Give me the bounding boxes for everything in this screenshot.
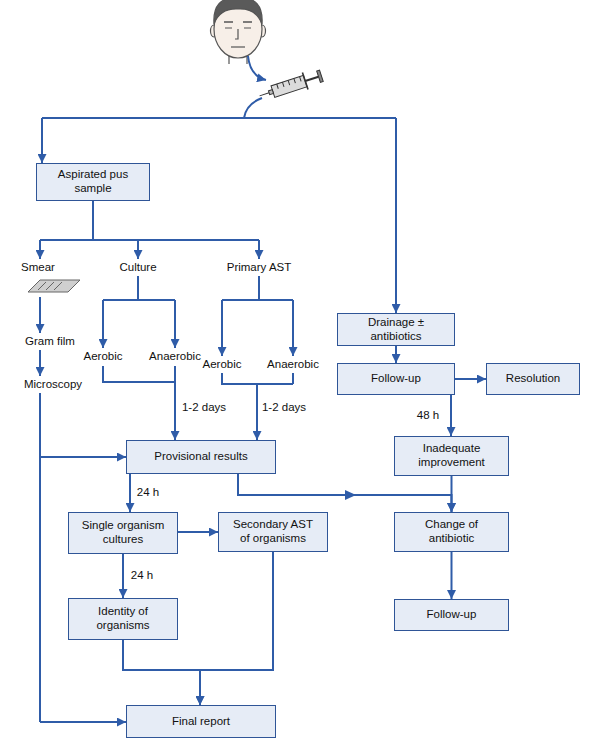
process-box: Follow-up [394,599,509,631]
face-nose [235,29,238,39]
outcome-box: Resolution [486,363,580,395]
flow-arrow [123,640,200,705]
flow-arrow [200,552,273,705]
result-box: Identity of organisms [68,598,178,640]
syringe-thumb [317,70,324,82]
step-label: Aerobic [203,358,242,372]
sample-box: Aspirated pus sample [36,163,150,201]
node-text: Secondary AST of organisms [229,518,317,546]
edge-label: 24 h [131,569,153,583]
flow-arrow [395,346,397,363]
flow-line [256,384,258,440]
flow-line [222,276,293,300]
step-label: Anaerobic [149,350,201,364]
step-label: Culture [119,261,156,275]
edge-label: 24 h [137,486,159,500]
node-text: Inadequate improvement [405,442,498,470]
flow-line [244,98,262,118]
node-text: Aspirated pus sample [47,168,139,196]
flow-line [39,297,41,333]
flow-line [41,118,43,163]
node-text: Identity of organisms [79,605,167,633]
result-box: Provisional results [126,440,276,474]
step-label: Aerobic [84,350,123,364]
flow-line [39,240,41,259]
step-label: Microscopy [24,378,82,392]
process-box: Drainage ± antibiotics [337,313,455,346]
syringe-symbol [257,67,324,104]
syringe-needle [260,93,270,96]
process-box: Follow-up [337,363,455,395]
flow-line [39,350,41,376]
flow-line [103,276,175,300]
flow-line [40,721,126,723]
flow-line [248,56,266,80]
slide-symbol [28,280,80,292]
face-brow [224,21,252,22]
step-label: 1-2 days [182,401,226,415]
flow-arrow [455,378,486,380]
flow-line [42,117,396,119]
node-text: Final report [172,715,230,729]
face-eye [225,27,251,28]
process-box: Secondary AST of organisms [218,512,328,552]
face-mouth [231,46,245,47]
flow-line [103,366,175,382]
patient-face [211,0,266,64]
flow-line [137,240,139,259]
flow-line [174,366,176,440]
flow-line [40,201,259,240]
flow-line [102,300,104,348]
flow-line [292,300,294,356]
step-label: Gram film [25,335,75,349]
report-box: Final report [126,705,276,738]
step-label: Primary AST [227,261,292,275]
edge-layer [123,346,486,705]
flow-line [39,393,41,722]
edge-label: 48 h [417,409,439,423]
flow-line [395,118,397,313]
flow-line [174,300,176,348]
flow-line [40,456,126,458]
flow-line [222,373,293,384]
flow-arrow [451,552,453,599]
step-label: Smear [21,261,55,275]
flow-line [258,240,260,259]
node-text: Single organism cultures [79,519,167,547]
flow-arrow [129,474,131,512]
flow-arrow [450,395,452,436]
syringe-marks [277,77,301,89]
flow-arrow [178,531,218,533]
syringe-tip [268,90,273,95]
node-text: Follow-up [427,608,477,622]
syringe-plunger [305,77,318,81]
step-label: Anaerobic [267,358,319,372]
node-text: Resolution [506,372,560,386]
static-layout [28,0,396,722]
flow-line [221,300,223,356]
node-text: Provisional results [154,450,247,464]
flow-arrow [238,474,452,512]
process-box: Inadequate improvement [394,436,509,476]
process-box: Single organism cultures [68,512,178,554]
node-text: Follow-up [371,372,421,386]
slide-smear [38,282,62,290]
flow-arrow [122,554,124,598]
face-hair [214,0,262,24]
node-text: Drainage ± antibiotics [348,316,444,344]
syringe-barrel [271,75,307,97]
slide-glass [28,280,80,292]
process-box: Change of antibiotic [394,512,509,552]
step-label: 1-2 days [262,401,306,415]
node-text: Change of antibiotic [405,518,498,546]
